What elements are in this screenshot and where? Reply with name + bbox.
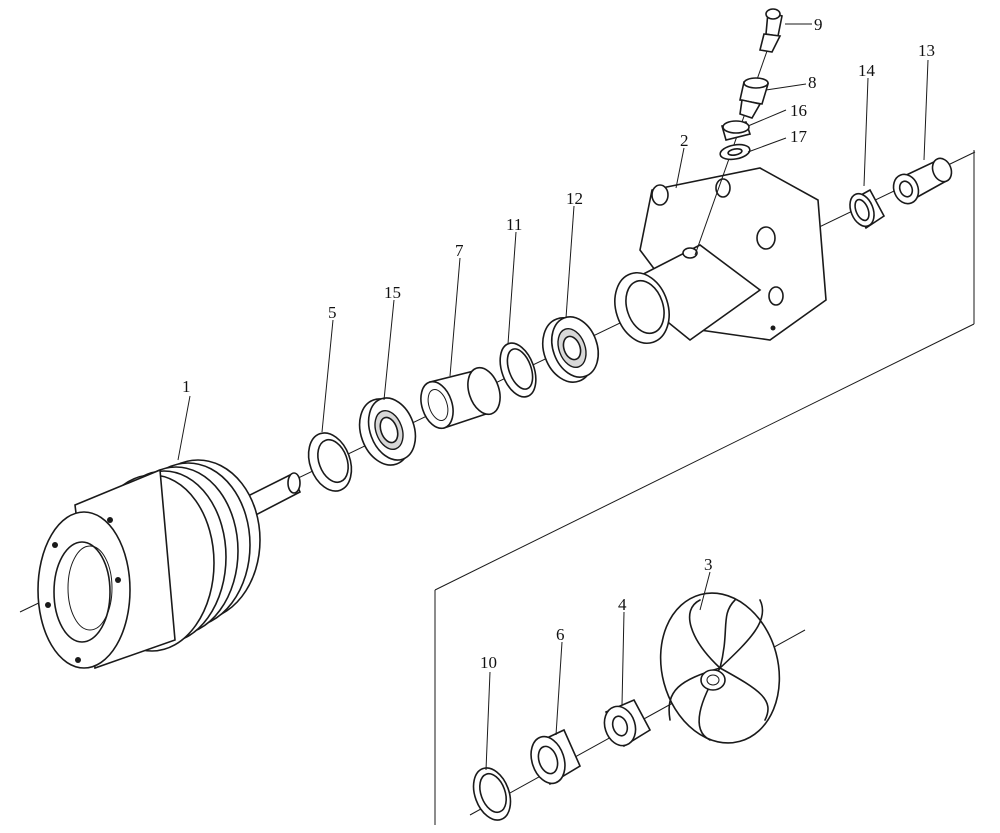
housing-part-2	[614, 167, 827, 344]
callout-9: 9	[814, 15, 823, 34]
seal-cone-part-4	[603, 698, 652, 748]
seal-collar-part-6	[530, 728, 582, 786]
leader-lines	[177, 23, 929, 771]
snap-ring-part-10	[472, 767, 512, 821]
callout-13: 13	[918, 41, 935, 60]
impeller-part-3	[659, 592, 781, 744]
callout-4: 4	[618, 595, 627, 614]
bushing-ring-part-14	[849, 188, 886, 230]
callout-7: 7	[455, 241, 464, 260]
callout-10: 10	[480, 653, 497, 672]
callout-6: 6	[556, 625, 565, 644]
grease-nipple-part-9	[759, 8, 783, 53]
callout-17: 17	[790, 127, 808, 146]
panel-frame	[434, 150, 975, 825]
callout-14: 14	[858, 61, 876, 80]
washer-part-17	[719, 143, 751, 161]
bushing-part-13	[892, 157, 953, 205]
bearing-part-15	[358, 397, 417, 466]
pulley-part-1	[37, 459, 302, 670]
callout-11: 11	[506, 215, 522, 234]
callout-labels: 1 2 3 4 5 6 7 8 9 10 11 12 13 14 15 16 1…	[182, 15, 935, 672]
nut-part-16	[720, 120, 752, 141]
callout-16: 16	[790, 101, 807, 120]
callout-12: 12	[566, 189, 583, 208]
callout-15: 15	[384, 283, 401, 302]
callout-5: 5	[328, 303, 337, 322]
callout-2: 2	[680, 131, 689, 150]
fitting-body-part-8	[739, 77, 770, 119]
callout-1: 1	[182, 377, 191, 396]
seal-ring-part-5	[307, 432, 353, 492]
bearing-part-12	[541, 316, 600, 383]
snap-ring-part-11	[499, 342, 537, 398]
callout-3: 3	[704, 555, 713, 574]
callout-8: 8	[808, 73, 817, 92]
spacer-sleeve-part-7	[420, 366, 501, 430]
